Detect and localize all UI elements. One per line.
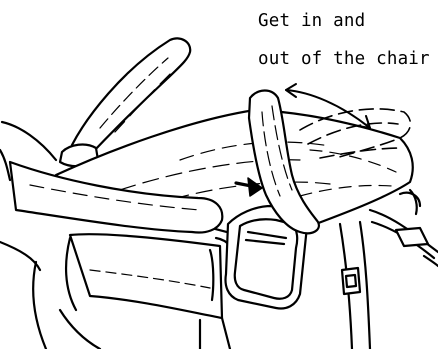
foot-lever <box>370 190 438 266</box>
chair-base <box>0 222 370 349</box>
